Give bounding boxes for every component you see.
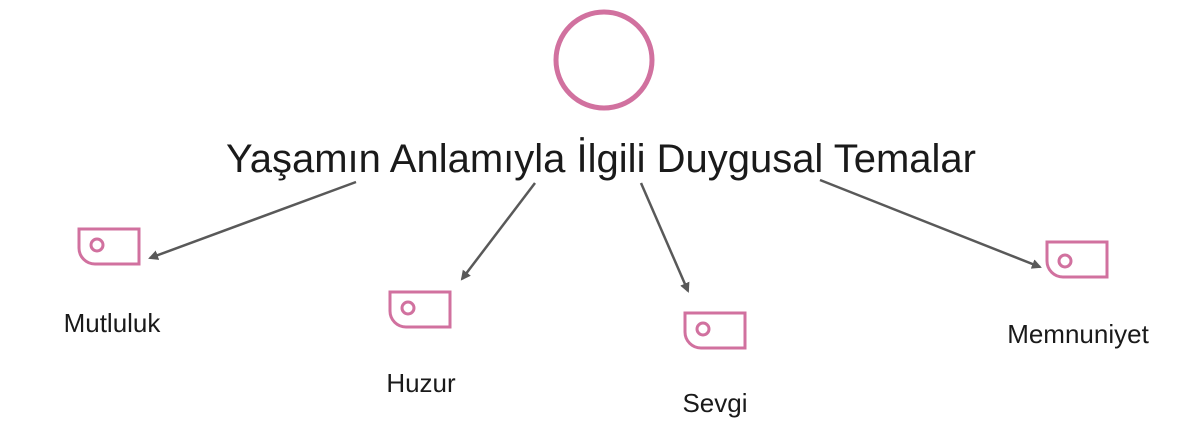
root-title: Yaşamın Anlamıyla İlgili Duygusal Temala… [226, 136, 976, 181]
edge-to-huzur [460, 182, 536, 281]
child-label: Huzur [386, 368, 456, 398]
child-node-mutluluk[interactable]: Mutluluk [64, 227, 162, 338]
root-circle-icon [553, 9, 655, 111]
edge-to-mutluluk [148, 180, 357, 260]
edge-to-sevgi [639, 182, 690, 293]
code-tag-icon [388, 290, 452, 329]
child-label: Mutluluk [64, 308, 162, 338]
edges [148, 178, 1042, 293]
root-node[interactable]: Yaşamın Anlamıyla İlgili Duygusal Temala… [226, 9, 976, 181]
edge-to-memnuniyet [819, 178, 1042, 269]
code-tag-icon [683, 311, 747, 350]
code-tag-icon [1045, 240, 1109, 279]
child-node-memnuniyet[interactable]: Memnuniyet [1007, 240, 1150, 349]
child-label: Sevgi [682, 388, 747, 418]
code-tag-icon [77, 227, 141, 266]
child-label: Memnuniyet [1007, 319, 1149, 349]
child-node-huzur[interactable]: Huzur [386, 290, 456, 398]
child-node-sevgi[interactable]: Sevgi [682, 311, 748, 418]
